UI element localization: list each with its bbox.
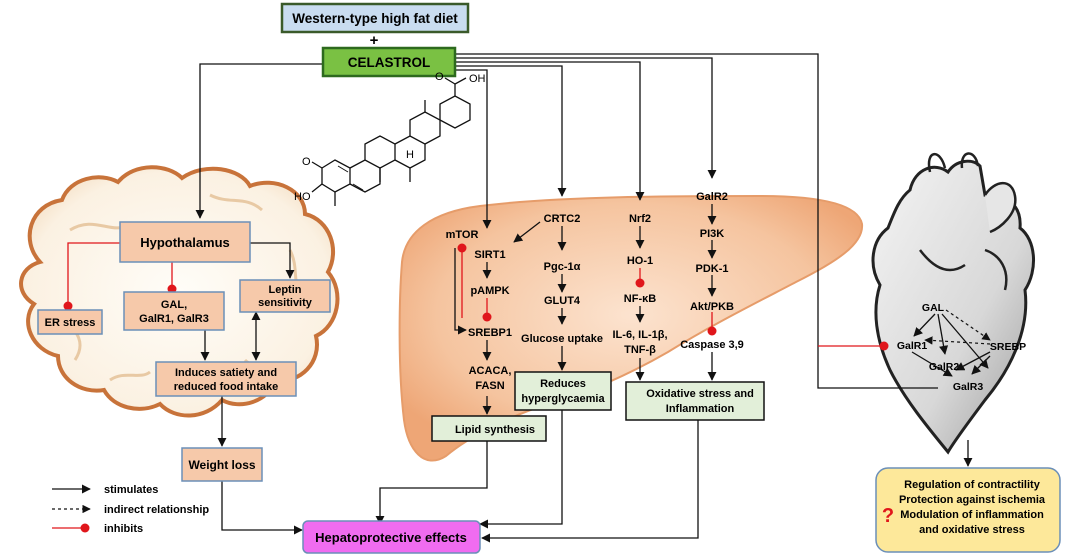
- celastrol-box: CELASTROL: [321, 46, 457, 78]
- leptin-label-2: sensitivity: [258, 297, 313, 309]
- lipid-box: Lipid synthesis: [431, 415, 547, 442]
- pampk-label: pAMPK: [470, 285, 509, 297]
- heart-galr3-label: GalR3: [953, 381, 984, 393]
- legend-indirect: indirect relationship: [104, 504, 209, 516]
- heart-gal-label: GAL: [922, 302, 945, 314]
- heart-galr1-label: GalR1: [897, 340, 928, 352]
- satiety-box: Induces satiety and reduced food intake: [155, 361, 297, 397]
- legend: stimulates indirect relationship inhibit…: [104, 484, 209, 535]
- ho1-label: HO-1: [627, 255, 653, 267]
- acaca-label-1: ACACA,: [469, 365, 512, 377]
- pgc-label: Pgc-1α: [544, 261, 581, 273]
- diet-label: Western-type high fat diet: [292, 11, 458, 26]
- weight-loss-box: Weight loss: [181, 447, 263, 482]
- stimulate-arrows: [52, 53, 991, 543]
- molecule-h: H: [406, 149, 414, 161]
- weight-loss-label: Weight loss: [188, 458, 255, 472]
- molecule-oh-top: OH: [469, 73, 486, 85]
- molecule-o-top: O: [435, 71, 444, 83]
- akt-label: Akt/PKB: [690, 301, 734, 313]
- er-stress-box: ER stress: [37, 309, 103, 335]
- gal-label-2: GalR1, GalR3: [139, 313, 209, 325]
- nfkb-label: NF-κB: [624, 293, 656, 305]
- satiety-label-2: reduced food intake: [174, 381, 279, 393]
- pi3k-label: PI3K: [700, 228, 725, 240]
- outcome-line-1: Regulation of contractility: [904, 479, 1041, 491]
- oxi-label-2: Inflammation: [666, 403, 735, 415]
- leptin-label-1: Leptin: [269, 284, 302, 296]
- oxi-label-1: Oxidative stress and: [646, 388, 754, 400]
- crtc2-label: CRTC2: [544, 213, 581, 225]
- indirect-arrows: [52, 309, 991, 514]
- plus-sign: +: [370, 32, 379, 49]
- outcome-line-2: Protection against ischemia: [899, 494, 1046, 506]
- leptin-box: Leptin sensitivity: [239, 279, 331, 313]
- glut4-label: GLUT4: [544, 295, 581, 307]
- lipid-label: Lipid synthesis: [455, 424, 535, 436]
- satiety-label-1: Induces satiety and: [175, 367, 277, 379]
- inhibit-dots: [63, 243, 889, 533]
- hepato-box: Hepatoprotective effects: [302, 520, 481, 554]
- nrf2-label: Nrf2: [629, 213, 651, 225]
- hypothalamus-label: Hypothalamus: [140, 235, 230, 250]
- outcome-line-4: and oxidative stress: [919, 524, 1025, 536]
- diet-box: Western-type high fat diet: [280, 2, 470, 34]
- acaca-label-2: FASN: [475, 380, 504, 392]
- inhibit-lines: [52, 242, 884, 529]
- legend-stimulates: stimulates: [104, 484, 158, 496]
- hyperglycaemia-box: Reduces hyperglycaemia: [514, 371, 612, 411]
- hypothalamus-box: Hypothalamus: [119, 221, 251, 263]
- glucose-label: Glucose uptake: [521, 333, 603, 345]
- heart-srebp-label: SREBP: [990, 341, 1026, 353]
- gal-label-1: GAL,: [161, 299, 187, 311]
- legend-inhibits: inhibits: [104, 523, 143, 535]
- hyper-label-2: hyperglycaemia: [521, 393, 605, 405]
- brain-fold-lines: [59, 193, 307, 382]
- gal-box: GAL, GalR1, GalR3: [123, 291, 225, 331]
- molecule-labels: OH O O HO H: [294, 71, 486, 203]
- mtor-label: mTOR: [446, 229, 479, 241]
- heart-outcome-box: Regulation of contractility Protection a…: [875, 467, 1061, 553]
- il-label-2: TNF-β: [624, 344, 656, 356]
- question-mark: ?: [882, 505, 894, 527]
- hyper-label-1: Reduces: [540, 378, 586, 390]
- celastrol-label: CELASTROL: [348, 55, 431, 70]
- il-label-1: IL-6, IL-1β,: [613, 329, 668, 341]
- molecule-ho-left: HO: [294, 191, 311, 203]
- heart-labels: GAL GalR1 GalR2 GalR3 SREBP: [897, 302, 1026, 393]
- caspase-label: Caspase 3,9: [680, 339, 744, 351]
- er-stress-label: ER stress: [45, 317, 96, 329]
- hepato-label: Hepatoprotective effects: [315, 530, 467, 545]
- srebp1-label: SREBP1: [468, 327, 512, 339]
- heart-galr2-label: GalR2: [929, 361, 960, 373]
- outcome-line-3: Modulation of inflammation: [900, 509, 1044, 521]
- sirt1-label: SIRT1: [474, 249, 505, 261]
- heart-illustration: [871, 152, 1036, 455]
- pdk1-label: PDK-1: [695, 263, 728, 275]
- oxidative-box: Oxidative stress and Inflammation: [625, 381, 765, 421]
- liver-labels: mTOR SIRT1 pAMPK SREBP1 ACACA, FASN CRTC…: [446, 191, 744, 392]
- molecule-o-left: O: [302, 156, 311, 168]
- galr2-liver-label: GalR2: [696, 191, 728, 203]
- celastrol-molecule: [311, 77, 471, 206]
